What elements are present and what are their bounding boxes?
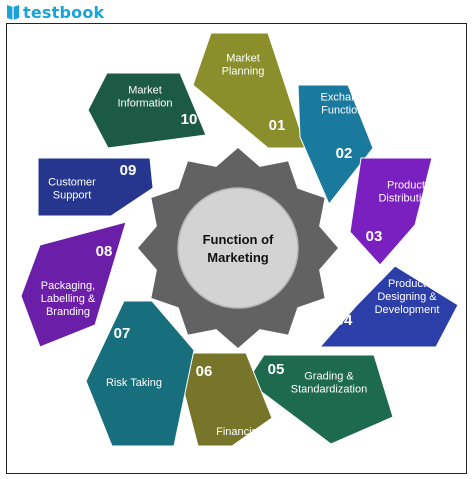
function-label-line: Standardization xyxy=(291,384,367,396)
center-circle xyxy=(177,187,299,309)
function-label-line: Development xyxy=(375,304,440,316)
function-label-line: Designing & xyxy=(377,291,437,303)
function-number: 01 xyxy=(269,117,286,134)
function-label-line: Information xyxy=(117,98,172,110)
function-label-line: Product xyxy=(387,180,425,192)
function-shape-03 xyxy=(349,157,433,266)
function-item-07: Risk Taking 07 xyxy=(85,300,195,447)
function-number: 03 xyxy=(366,228,383,245)
function-number: 06 xyxy=(196,363,213,380)
function-label-line: Labelling & xyxy=(41,293,96,305)
function-shape-10 xyxy=(87,72,207,149)
function-label-line: Packaging, xyxy=(41,280,95,292)
function-number: 02 xyxy=(336,145,353,162)
function-label-line: Market xyxy=(226,53,260,65)
function-label-line: Risk Taking xyxy=(106,377,162,389)
center-title-line-2: Marketing xyxy=(207,250,268,265)
testbook-logo: testbook xyxy=(6,2,104,22)
function-number: 05 xyxy=(268,361,285,378)
function-shape-08 xyxy=(20,221,127,348)
function-label-line: Product xyxy=(388,278,426,290)
function-label-line: Branding xyxy=(46,306,90,318)
function-shape-06 xyxy=(173,352,273,447)
function-number: 07 xyxy=(114,325,131,342)
function-number: 08 xyxy=(96,243,113,260)
function-number: 10 xyxy=(181,111,198,128)
function-label-line: Distribution xyxy=(378,193,433,205)
function-label-line: Grading & xyxy=(304,371,354,383)
diagram-frame xyxy=(6,23,467,474)
function-label-line: Customer xyxy=(48,177,96,189)
function-label-line: Financing xyxy=(216,426,264,438)
book-icon xyxy=(7,5,19,20)
function-shape-09 xyxy=(37,157,154,217)
function-label-line: Exchange xyxy=(321,92,370,104)
function-number: 09 xyxy=(120,162,137,179)
function-shape-07 xyxy=(85,300,195,447)
function-label-line: Support xyxy=(53,190,92,202)
function-label-line: Planning xyxy=(222,66,265,78)
function-shape-01 xyxy=(192,32,307,149)
function-label-line: Market xyxy=(128,85,162,97)
function-item-08: Packaging,Labelling &Branding 08 xyxy=(20,221,127,348)
brand-name: testbook xyxy=(23,2,105,22)
function-shape-04 xyxy=(318,265,459,348)
center-title-line-1: Function of xyxy=(203,232,274,247)
function-shape-02 xyxy=(297,84,374,205)
function-item-05: Grading &Standardization 05 xyxy=(246,354,394,445)
function-number: 04 xyxy=(336,312,353,329)
function-item-06: Financing 06 xyxy=(173,352,273,447)
function-label-line: Functions xyxy=(321,105,369,117)
